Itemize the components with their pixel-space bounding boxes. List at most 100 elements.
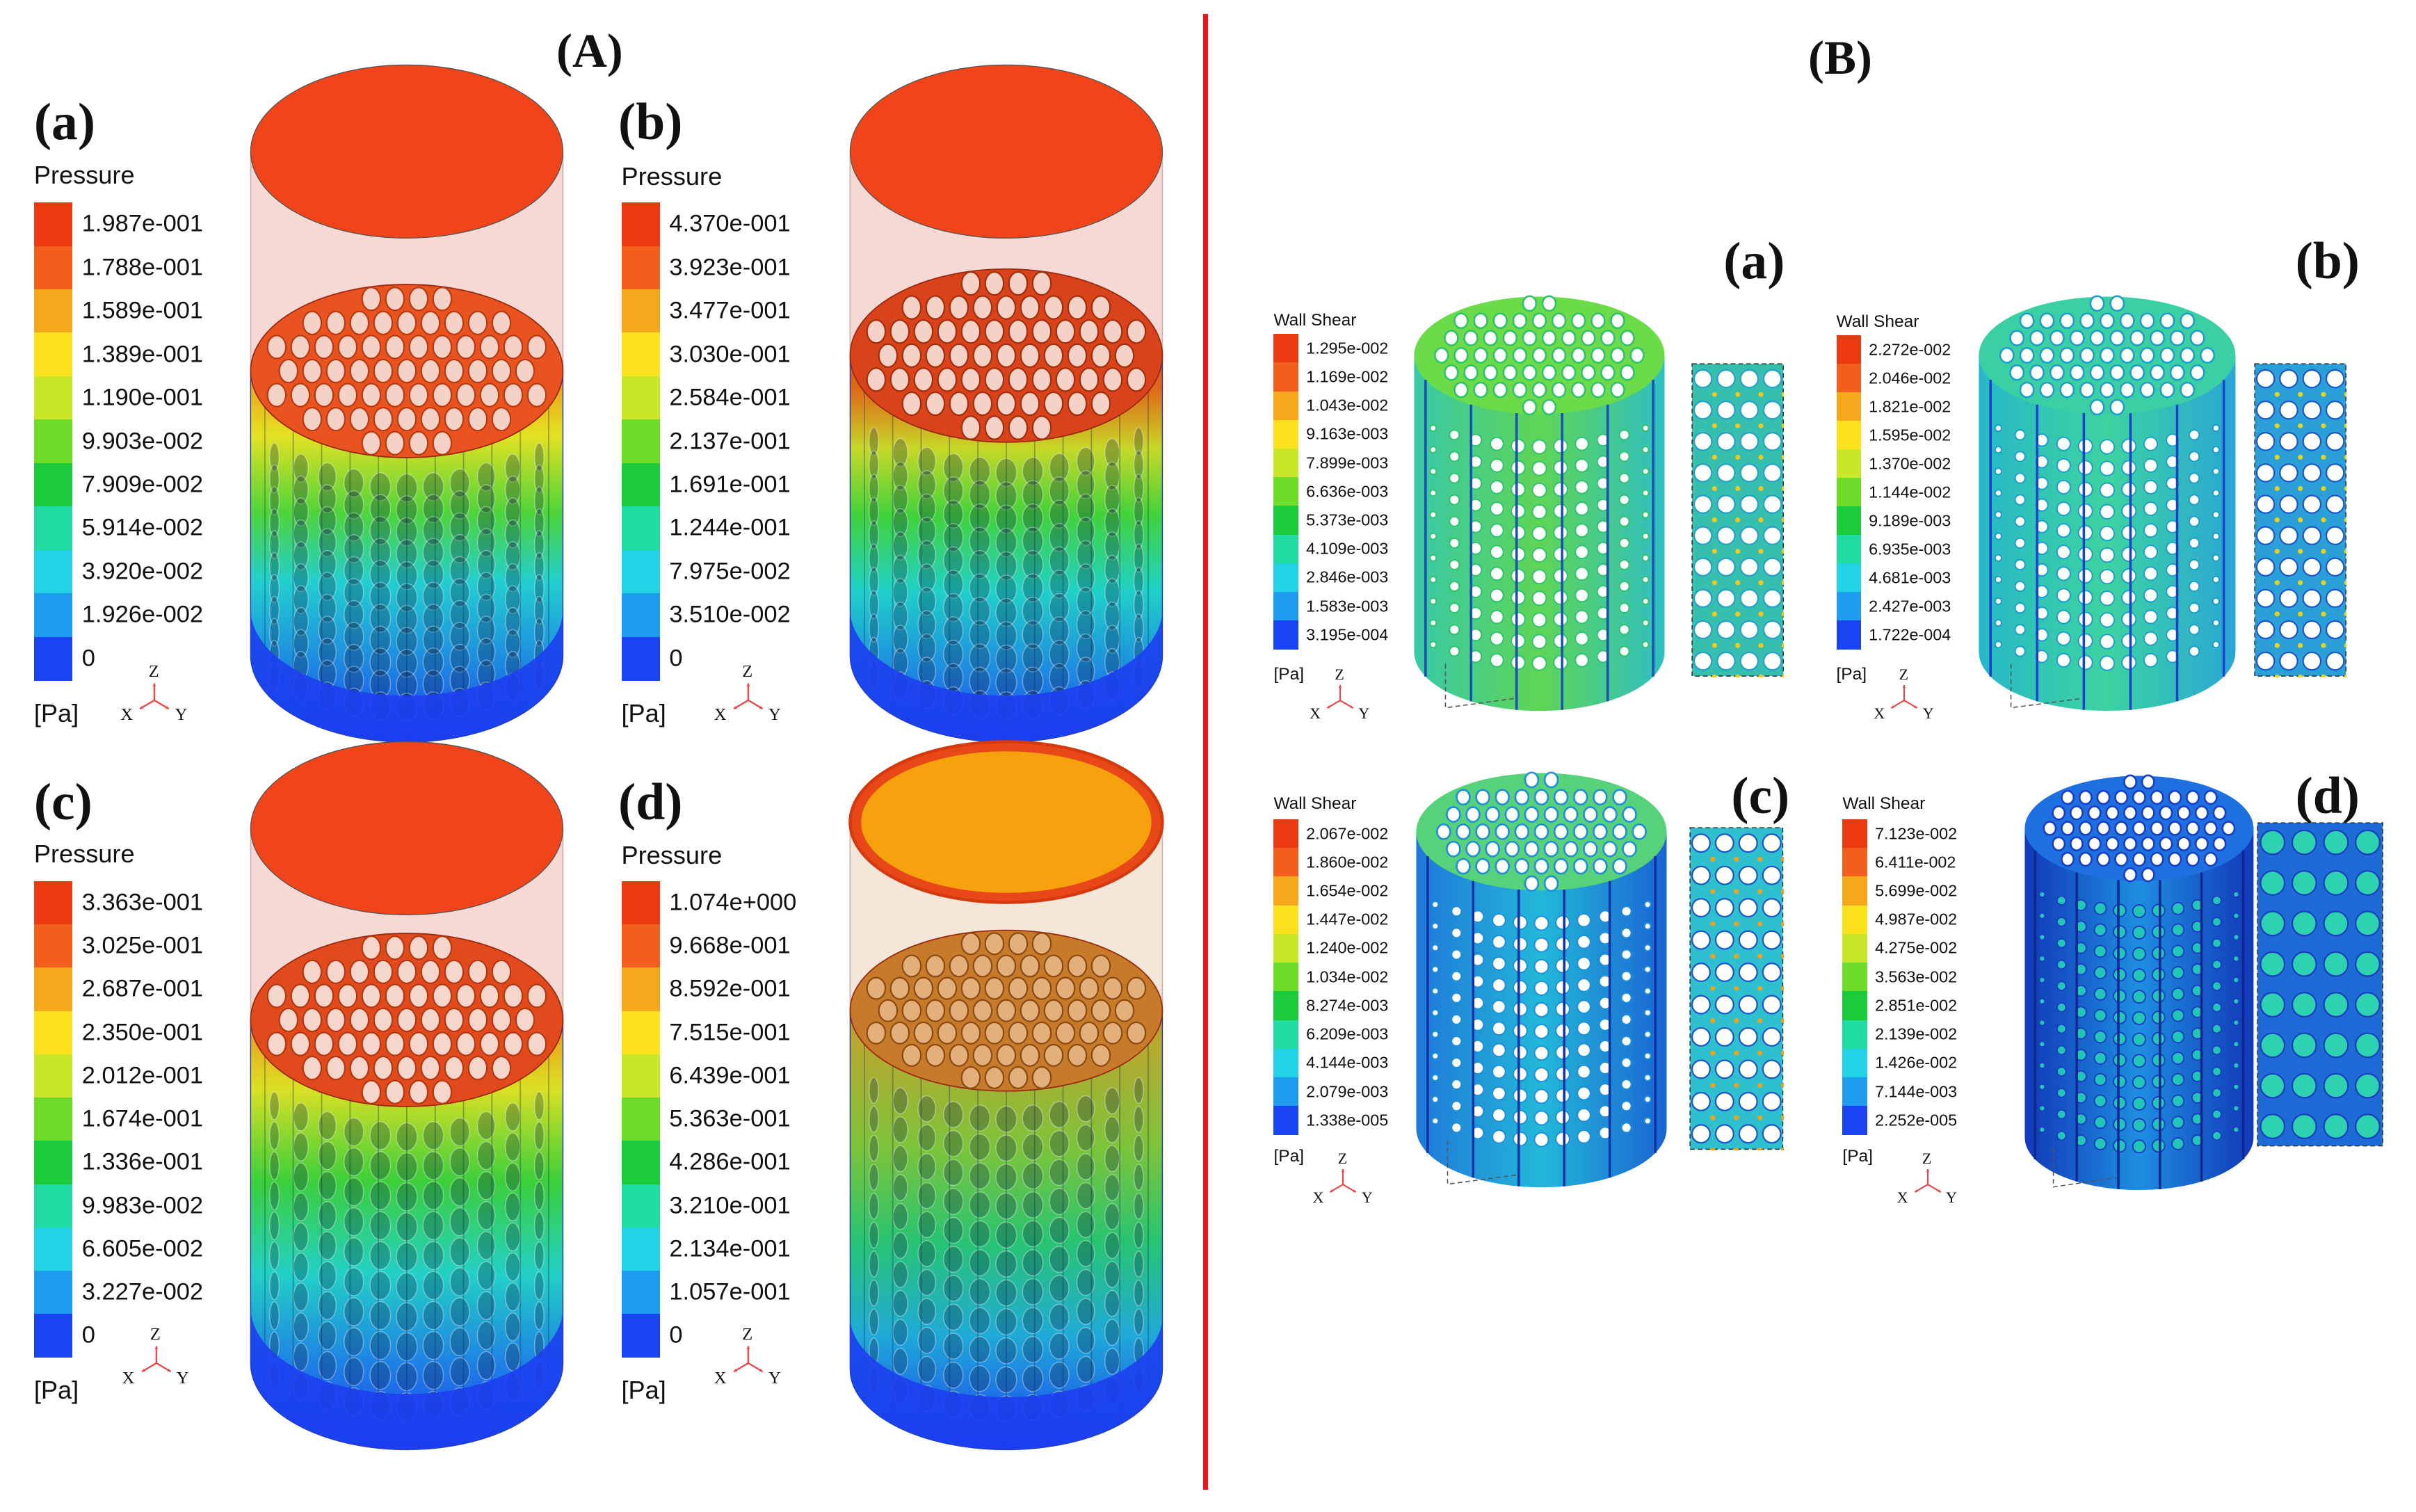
legend-tick-label: 1.447e-002 [1306, 910, 1389, 928]
legend-color-swatch [33, 202, 73, 247]
legend-tick-label: 1.034e-002 [1306, 967, 1389, 986]
unit-cell-section-view [2253, 363, 2346, 677]
legend-color-swatch [33, 593, 73, 638]
axis-label-z: Z [742, 1325, 753, 1344]
panel-label: (c) [33, 773, 92, 832]
legend-color-swatch [1273, 391, 1298, 421]
wall-shear-lattice-model [1411, 293, 1668, 714]
legend-color-bar [1836, 335, 1862, 650]
legend-color-swatch [1273, 620, 1298, 650]
axis-label-z: Z [1335, 666, 1344, 684]
legend-tick-label: 6.636e-003 [1306, 482, 1389, 501]
legend-color-bar [1273, 819, 1298, 1136]
legend-tick-label: 2.137e-001 [669, 428, 791, 455]
legend-tick-label: 1.336e-001 [81, 1148, 204, 1175]
legend-tick-label: 6.439e-001 [669, 1062, 791, 1089]
axis-label-x: X [1896, 1189, 1908, 1207]
legend-color-swatch [33, 549, 73, 595]
legend-color-swatch [33, 419, 73, 464]
inlet-band [250, 609, 563, 742]
legend-title: Wall Shear [1273, 310, 1357, 330]
legend-tick-label: 1.338e-005 [1306, 1111, 1389, 1129]
legend-tick-label: 7.975e-002 [669, 558, 791, 585]
legend-tick-label: 7.899e-003 [1306, 453, 1389, 472]
axis-label-y: Y [1361, 1189, 1373, 1207]
legend-color-swatch [1273, 876, 1298, 906]
legend-tick-label: 1.295e-002 [1306, 339, 1389, 357]
axis-label-z: Z [150, 1325, 161, 1344]
group-b-title: (B) [1808, 31, 1872, 84]
legend-color-swatch [1273, 991, 1298, 1021]
lattice-struts [1424, 295, 1655, 710]
legend-tick-label: 2.012e-001 [81, 1062, 204, 1089]
legend-title: Pressure [621, 841, 723, 870]
legend-tick-label: 0 [669, 645, 683, 672]
legend-title: Pressure [621, 162, 723, 191]
legend-color-swatch [33, 1270, 73, 1315]
lattice-pores [863, 932, 1149, 1450]
legend-tick-label: 1.595e-002 [1869, 426, 1951, 444]
axis-label-x: X [1310, 705, 1321, 723]
legend-color-swatch [1842, 1020, 1867, 1049]
panel-label: (a) [1723, 232, 1785, 291]
legend-tick-label: 3.477e-001 [669, 297, 791, 324]
legend-title: Wall Shear [1273, 794, 1357, 814]
legend-color-swatch [1273, 477, 1298, 507]
legend-color-swatch [621, 1054, 661, 1099]
legend-color-swatch [1842, 933, 1867, 964]
legend-color-swatch [1273, 334, 1298, 364]
legend-color-swatch [1842, 819, 1867, 849]
legend-tick-label: 1.788e-001 [81, 254, 204, 281]
outlet-cap [250, 64, 563, 239]
pressure-lattice-model [248, 739, 566, 1456]
legend-color-bar [33, 880, 73, 1358]
legend-color-swatch [1273, 963, 1298, 992]
legend-color-swatch [621, 246, 661, 290]
legend-tick-label: 9.163e-003 [1306, 424, 1389, 443]
legend-color-swatch [1273, 362, 1298, 392]
legend-tick-label: 1.860e-002 [1306, 853, 1389, 871]
legend-color-swatch [1273, 448, 1298, 478]
legend-tick-label: 6.209e-003 [1306, 1024, 1389, 1043]
legend-unit-label: [Pa] [33, 698, 79, 727]
outlet-cap [849, 64, 1163, 239]
legend-tick-label: 6.411e-002 [1875, 853, 1956, 871]
legend-tick-label: 3.510e-002 [669, 601, 791, 628]
axis-label-z: Z [1337, 1150, 1348, 1168]
legend-color-swatch [33, 506, 73, 551]
pressure-lattice-model [248, 62, 566, 748]
axis-label-x: X [122, 1368, 135, 1388]
legend-tick-label: 4.286e-001 [669, 1148, 791, 1175]
legend-color-swatch [1836, 592, 1862, 622]
legend-color-swatch [1836, 364, 1862, 394]
legend-color-swatch [621, 1270, 661, 1315]
legend-unit-label: [Pa] [1842, 1147, 1873, 1166]
legend-tick-label: 9.983e-002 [81, 1192, 204, 1219]
legend-unit-label: [Pa] [621, 698, 666, 727]
legend-color-swatch [1836, 506, 1862, 536]
legend-tick-label: 1.583e-003 [1306, 597, 1389, 616]
legend-color-swatch [1273, 563, 1298, 593]
axis-triad-arrows [1326, 684, 1354, 709]
legend-tick-label: 2.067e-002 [1306, 824, 1389, 843]
wall-shear-lattice-model [1413, 770, 1670, 1191]
legend-color-swatch [33, 332, 73, 377]
axis-label-y: Y [175, 705, 188, 725]
legend-color-swatch [33, 1011, 73, 1055]
legend-tick-label: 4.370e-001 [669, 210, 791, 237]
legend-tick-label: 7.515e-001 [669, 1019, 791, 1046]
legend-color-bar [1273, 334, 1298, 650]
axis-label-x: X [714, 1368, 727, 1388]
legend-unit-label: [Pa] [1273, 1147, 1305, 1166]
legend-color-swatch [33, 880, 73, 926]
legend-title: Wall Shear [1836, 312, 1919, 331]
legend-color-swatch [1842, 1106, 1867, 1136]
legend-color-swatch [1836, 478, 1862, 508]
legend-tick-label: 3.195e-004 [1306, 625, 1389, 644]
legend-tick-label: 5.373e-003 [1306, 510, 1389, 529]
